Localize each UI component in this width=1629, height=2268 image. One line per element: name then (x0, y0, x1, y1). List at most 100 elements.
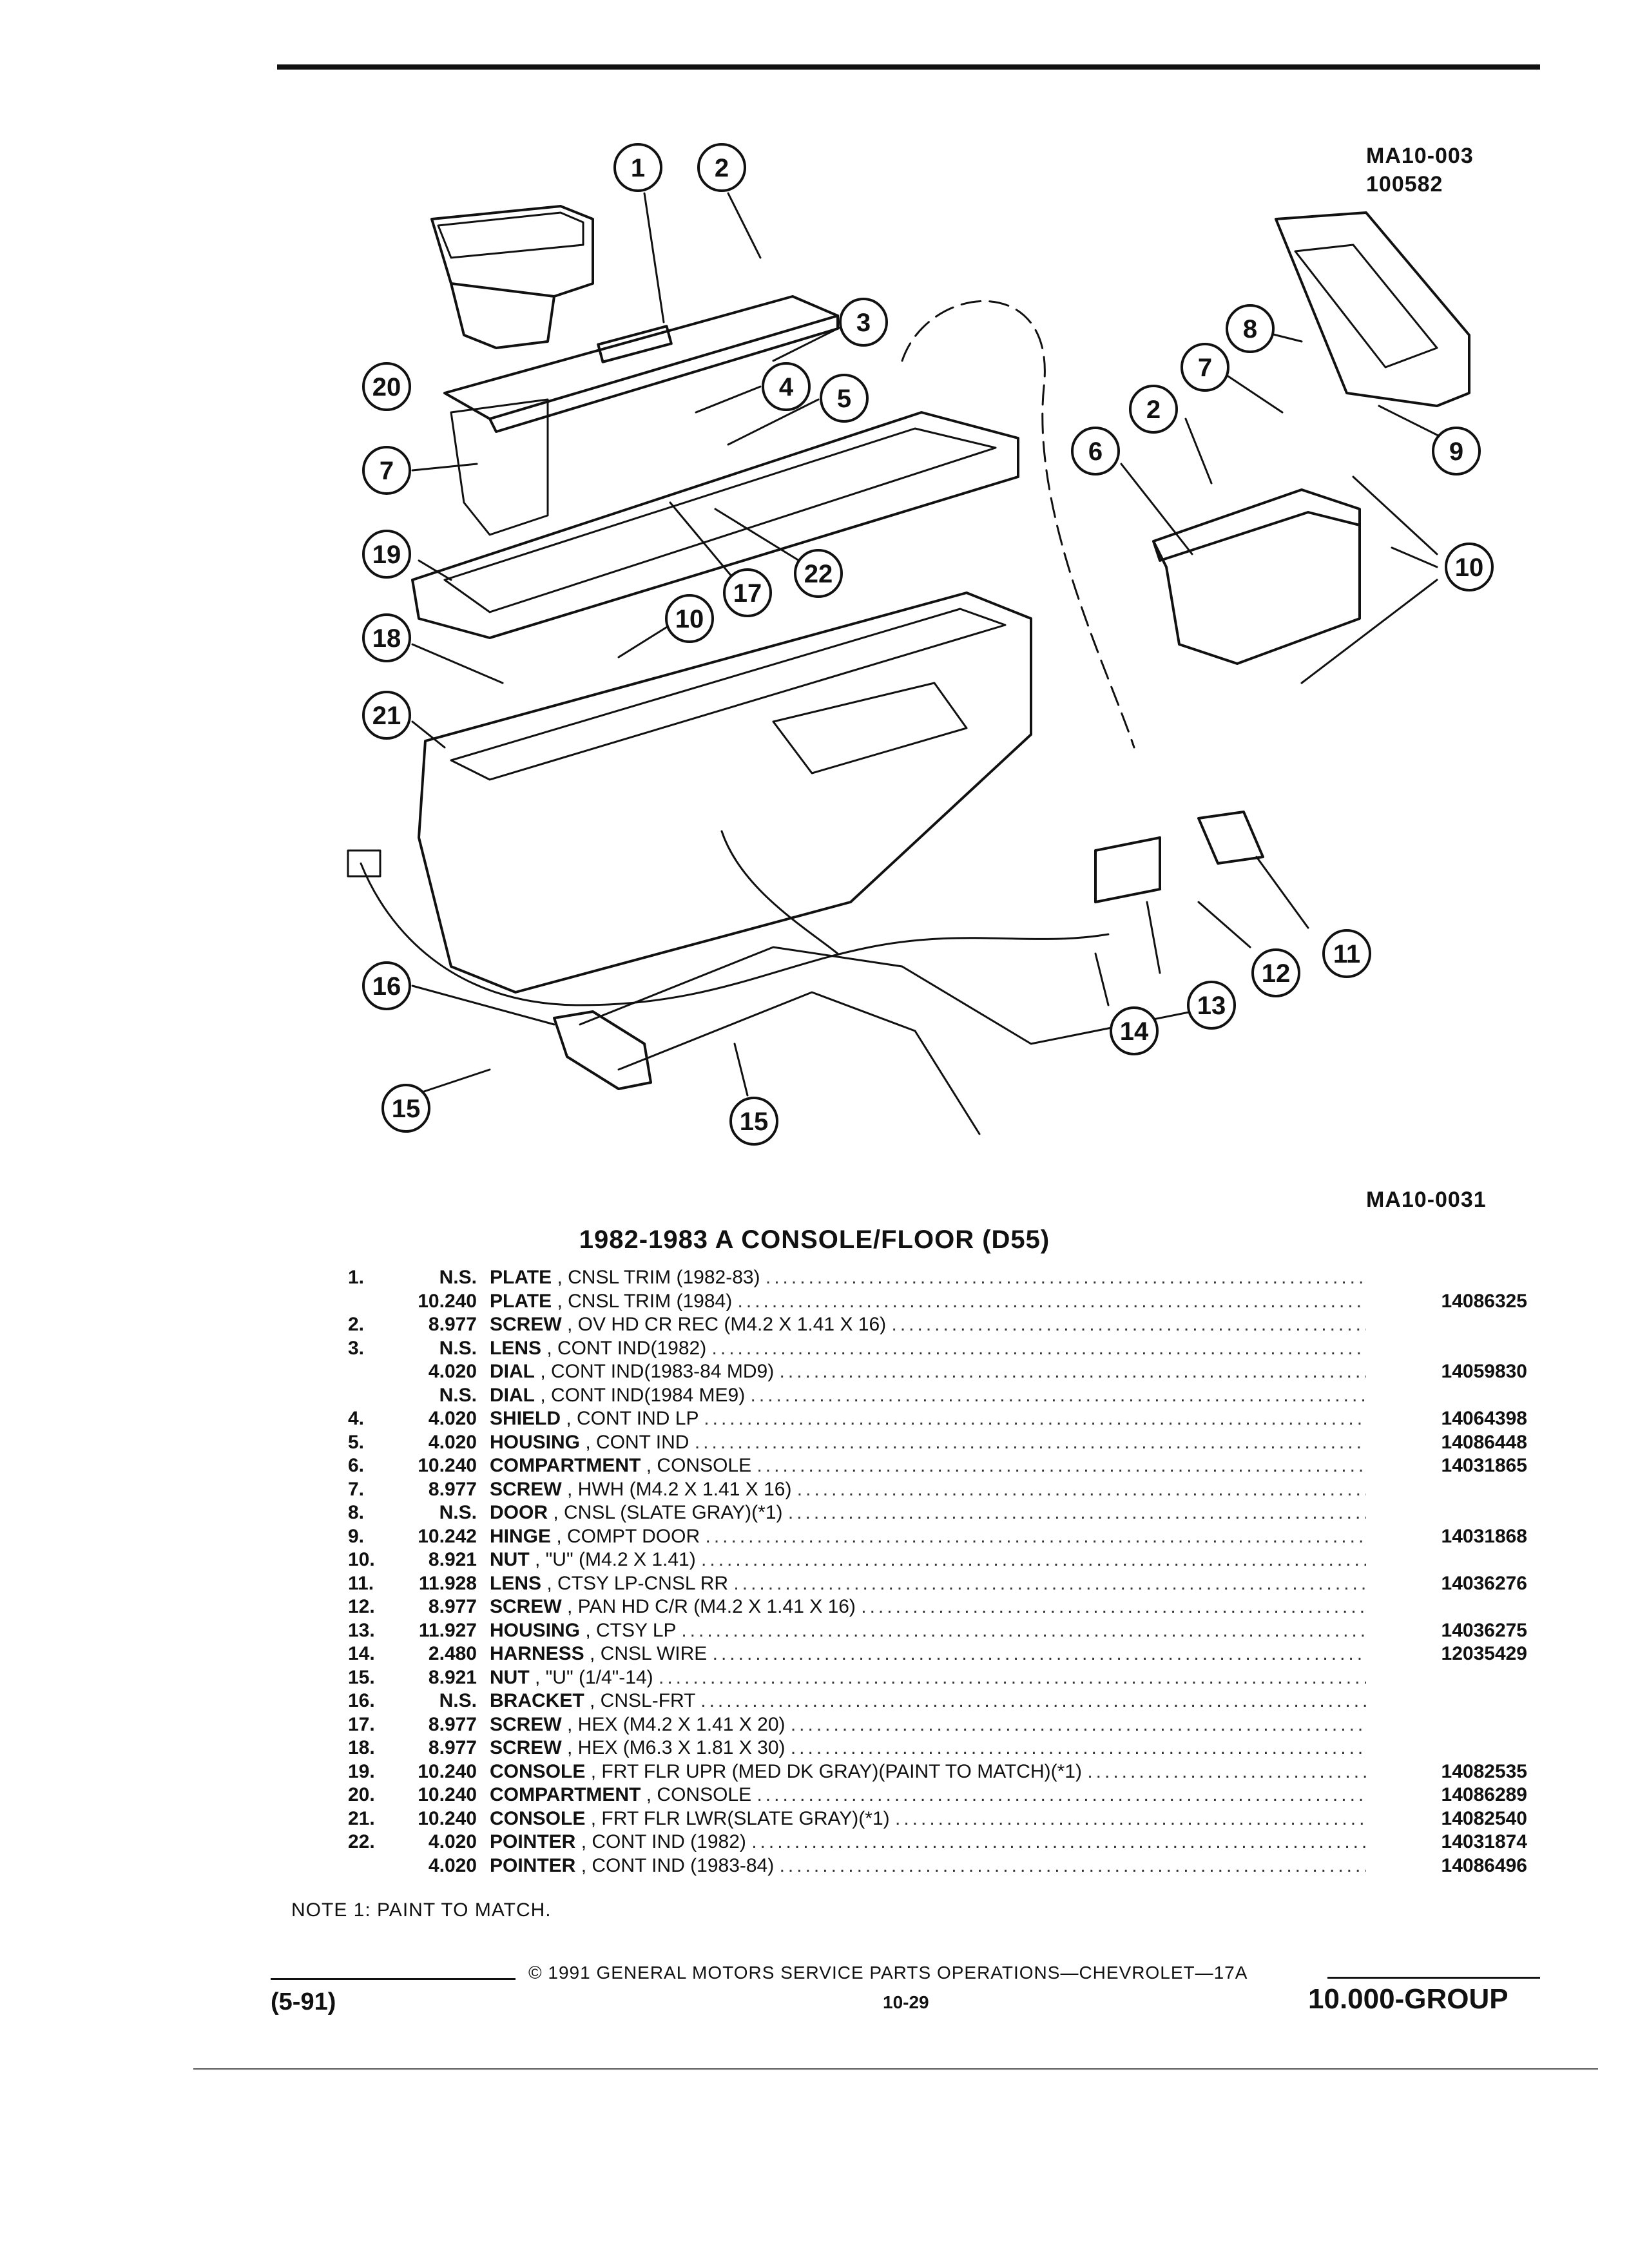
part-number: 14031865 (1441, 1455, 1527, 1476)
top-rule (277, 64, 1540, 70)
part-name: POINTER (490, 1854, 576, 1876)
part-description: COMPARTMENT , CONSOLE ..................… (490, 1783, 1366, 1807)
compartment-20-drawing (430, 205, 594, 349)
part-number: 14082540 (1441, 1807, 1527, 1829)
part-group-number: 10.242 (418, 1525, 477, 1547)
figure-ref-date: 100582 (1366, 172, 1443, 197)
callout-circle-21 (362, 691, 411, 740)
part-description: SHIELD , CONT IND LP ...................… (490, 1407, 1366, 1431)
part-name: SHIELD (490, 1408, 561, 1429)
callout-circle-15 (381, 1084, 430, 1133)
callout-circle-8 (1226, 304, 1275, 353)
dot-leader: ........................................… (787, 1502, 1366, 1523)
part-detail: , HEX (M4.2 X 1.41 X 20) (561, 1713, 791, 1735)
part-detail: , CONT IND (580, 1431, 695, 1453)
part-item-number: 6. (348, 1455, 365, 1476)
part-item-number: 1. (348, 1267, 365, 1288)
callout-label-2: 2 (715, 154, 729, 182)
callout-label-19: 19 (372, 541, 401, 569)
callout-label-7: 7 (1198, 354, 1212, 382)
part-item-number: 22. (348, 1831, 375, 1852)
part-group-number: 4.020 (428, 1831, 477, 1852)
part-detail: , CONT IND(1983-84 MD9) (535, 1361, 780, 1382)
footer-date-code: (5-91) (271, 1988, 336, 2015)
dot-leader: ........................................… (790, 1713, 1366, 1735)
part-description: LENS , CONT IND(1982) ..................… (490, 1337, 1366, 1361)
part-row: 8.N.S.DOOR , CNSL (SLATE GRAY)(*1) .....… (348, 1501, 1547, 1525)
part-name: HARNESS (490, 1643, 584, 1664)
dot-leader: ........................................… (757, 1784, 1366, 1805)
part-description: DOOR , CNSL (SLATE GRAY)(*1) ...........… (490, 1501, 1366, 1525)
callout-circle-20 (362, 362, 411, 411)
callout-circle-9 (1432, 427, 1481, 476)
part-number: 14082535 (1441, 1760, 1527, 1782)
callout-label-12: 12 (1262, 959, 1291, 988)
part-description: NUT , "U" (M4.2 X 1.41) ................… (490, 1548, 1366, 1572)
part-item-number: 3. (348, 1337, 365, 1359)
callout-label-4: 4 (779, 373, 794, 401)
callout-circle-13 (1187, 981, 1236, 1030)
part-description: HOUSING , CTSY LP ......................… (490, 1619, 1366, 1643)
callout-circle-10 (665, 594, 714, 643)
dot-leader: ........................................… (765, 1267, 1366, 1288)
part-detail: , COMPT DOOR (551, 1525, 706, 1547)
part-item-number: 4. (348, 1408, 365, 1429)
footer-rule-left (271, 1978, 516, 1980)
part-name: HINGE (490, 1525, 552, 1547)
dot-leader: ........................................… (790, 1737, 1366, 1758)
callout-label-3: 3 (856, 309, 871, 337)
dot-leader: ........................................… (861, 1596, 1366, 1617)
callout-circle-7 (362, 446, 411, 495)
part-group-number: 11.927 (418, 1619, 477, 1641)
trim-plate-drawing (443, 295, 839, 433)
part-number: 14086289 (1441, 1784, 1527, 1805)
part-name: SCREW (490, 1596, 562, 1617)
part-name: PLATE (490, 1290, 552, 1312)
part-name: SCREW (490, 1713, 562, 1735)
part-item-number: 19. (348, 1760, 375, 1782)
part-group-number: 8.977 (428, 1596, 477, 1617)
part-number: 14059830 (1441, 1361, 1527, 1382)
part-name: SCREW (490, 1314, 562, 1335)
part-group-number: 10.240 (418, 1455, 477, 1476)
callout-label-15: 15 (392, 1095, 421, 1123)
callout-circle-17 (723, 568, 772, 617)
part-group-number: 4.020 (428, 1854, 477, 1876)
part-group-number: 4.020 (428, 1361, 477, 1382)
callout-label-5: 5 (837, 385, 851, 413)
part-description: POINTER , CONT IND (1983-84) ...........… (490, 1854, 1366, 1878)
dot-leader: ........................................… (750, 1384, 1366, 1406)
callout-label-22: 22 (804, 560, 833, 588)
dot-leader: ........................................… (1087, 1760, 1366, 1782)
part-description: CONSOLE , FRT FLR UPR (MED DK GRAY)(PAIN… (490, 1760, 1366, 1784)
part-group-number: N.S. (439, 1690, 477, 1711)
part-name: COMPARTMENT (490, 1455, 641, 1476)
part-group-number: 8.977 (428, 1478, 477, 1500)
callout-label-2: 2 (1146, 396, 1161, 424)
part-number: 14031868 (1441, 1525, 1527, 1547)
leader-lines (411, 192, 1445, 1097)
part-item-number: 9. (348, 1525, 365, 1547)
part-name: POINTER (490, 1831, 576, 1852)
dot-leader: ........................................… (700, 1690, 1366, 1711)
bracket-drawing (553, 1010, 652, 1090)
callout-label-6: 6 (1088, 437, 1103, 466)
dashed-connector (901, 300, 1135, 749)
part-row: 1.N.S.PLATE , CNSL TRIM (1982-83) ......… (348, 1266, 1547, 1290)
dot-leader: ........................................… (751, 1831, 1366, 1852)
floor-tunnel-drawing (579, 946, 1226, 1135)
part-item-number: 11. (348, 1572, 374, 1594)
part-description: LENS , CTSY LP-CNSL RR .................… (490, 1572, 1366, 1596)
dot-leader: ........................................… (712, 1643, 1366, 1664)
part-description: SCREW , OV HD CR REC (M4.2 X 1.41 X 16) … (490, 1313, 1366, 1337)
part-group-number: N.S. (439, 1337, 477, 1359)
callout-label-16: 16 (372, 972, 401, 1001)
